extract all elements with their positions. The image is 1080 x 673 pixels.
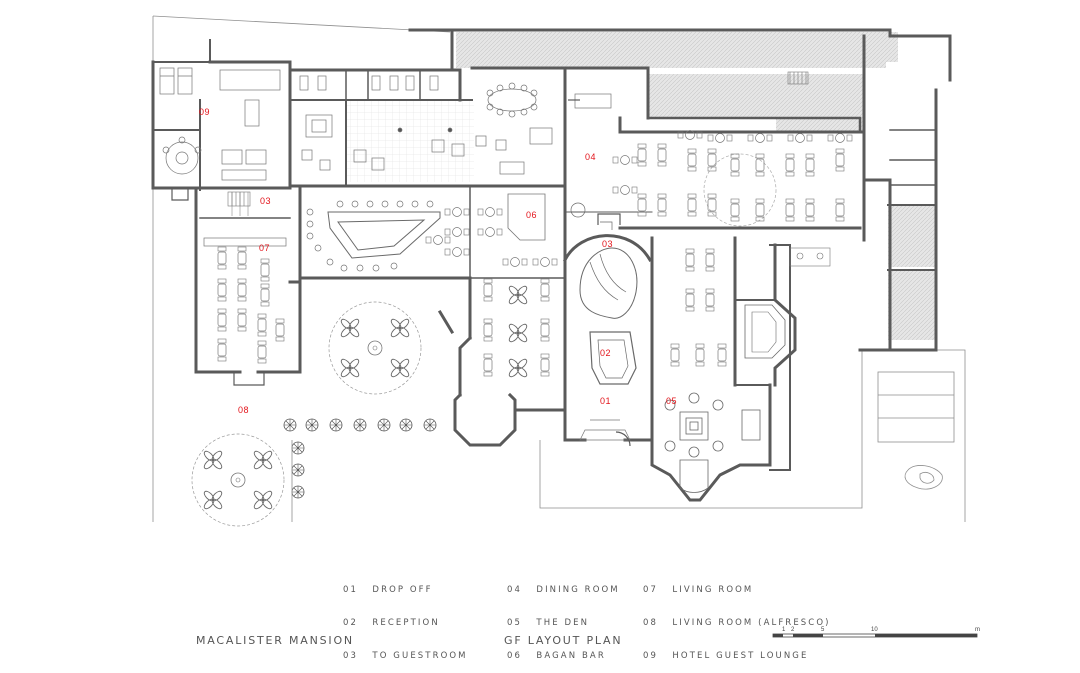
dining-room-long-tables: [670, 248, 727, 367]
legend-item-06: 06 BAGAN BAR: [507, 651, 606, 661]
legend-column-3: 07 LIVING ROOM 08 LIVING ROOM (ALFRESCO)…: [643, 563, 831, 673]
den-tables: [483, 278, 550, 379]
room-number-08: 08: [238, 405, 250, 415]
lounge-furniture: [159, 67, 287, 247]
service-stairs: [227, 71, 831, 267]
entrance-steps: [579, 419, 631, 441]
rotunda: [570, 202, 638, 385]
room-number-03-west: 03: [260, 196, 272, 206]
living-room-furniture: [217, 246, 285, 364]
room-number-03-rotunda: 03: [602, 239, 614, 249]
dining-room-tables: [612, 130, 853, 227]
scale-bar: [772, 633, 978, 638]
doors: [171, 99, 631, 447]
scale-label-m: m: [975, 627, 980, 633]
legend-item-05: 05 THE DEN: [507, 618, 590, 628]
scale-label-2: 2: [791, 627, 795, 633]
bar-counter: [327, 211, 441, 259]
legend-item-08: 08 LIVING ROOM (ALFRESCO): [643, 618, 831, 628]
legend-item-04: 04 DINING ROOM: [507, 585, 620, 595]
scale-label-10: 10: [871, 627, 878, 633]
room-number-02: 02: [600, 348, 612, 358]
walls: [151, 28, 952, 502]
legend-item-09: 09 HOTEL GUEST LOUNGE: [643, 651, 809, 661]
alfresco-area: [191, 301, 422, 527]
legend-item-07: 07 LIVING ROOM: [643, 585, 754, 595]
lobby-paving: [346, 100, 474, 182]
legend-item-03: 03 TO GUESTROOM: [343, 651, 468, 661]
legend-item-01: 01 DROP OFF: [343, 585, 433, 595]
bar-tables: [425, 207, 558, 267]
room-number-05: 05: [666, 396, 678, 406]
trees: [283, 418, 437, 522]
scale-label-5: 5: [821, 627, 825, 633]
room-number-07: 07: [259, 243, 271, 253]
legend-column-2: 04 DINING ROOM 05 THE DEN 06 BAGAN BAR: [507, 563, 620, 673]
den-furniture: [664, 304, 786, 493]
scale-label-1: 1: [782, 627, 786, 633]
project-title: MACALISTER MANSION: [196, 634, 354, 647]
top-rooms-furniture: [299, 75, 612, 175]
legend-column-1: 01 DROP OFF 02 RECEPTION 03 TO GUESTROOM: [343, 563, 468, 673]
legend-item-02: 02 RECEPTION: [343, 618, 440, 628]
service-areas: [456, 32, 936, 340]
room-number-09: 09: [199, 107, 211, 117]
drawing-title: GF LAYOUT PLAN: [504, 634, 623, 647]
room-number-06: 06: [526, 210, 538, 220]
room-number-04: 04: [585, 152, 597, 162]
room-number-01: 01: [600, 396, 612, 406]
